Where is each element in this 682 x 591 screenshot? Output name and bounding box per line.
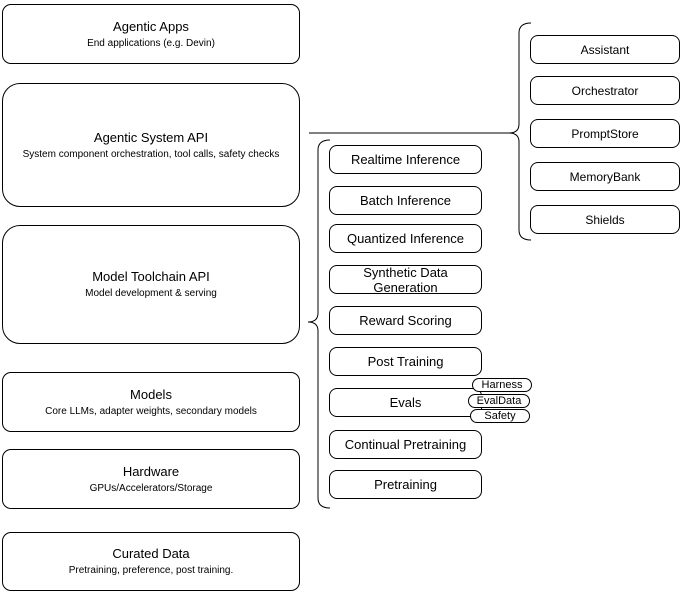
toolchain-item-realtime-inference: Realtime Inference [329,145,482,174]
node-label: Realtime Inference [350,152,461,167]
node-label: PromptStore [571,126,639,141]
node-label: Quantized Inference [346,231,465,246]
node-label: Evals [389,395,422,410]
evals-tag-harness: Harness [472,378,532,392]
node-label: Assistant [580,42,630,57]
node-label: Reward Scoring [359,313,452,328]
toolchain-item-post-training: Post Training [329,347,482,376]
pill-label: EvalData [476,394,522,407]
component-memorybank: MemoryBank [530,162,680,191]
layer-models: Models Core LLMs, adapter weights, secon… [2,372,300,432]
node-label: Pretraining [374,477,437,492]
node-label: Post Training [367,354,444,369]
toolchain-item-quantized-inference: Quantized Inference [329,224,482,253]
box-title: Curated Data [112,546,190,561]
toolchain-item-reward-scoring: Reward Scoring [329,306,482,335]
node-label: Continual Pretraining [344,437,467,452]
toolchain-item-continual-pretraining: Continual Pretraining [329,430,482,459]
evals-tag-safety: Safety [470,409,530,423]
node-label: Shields [585,212,625,227]
component-orchestrator: Orchestrator [530,76,680,105]
toolchain-item-pretraining: Pretraining [329,470,482,499]
box-subtitle: System component orchestration, tool cal… [22,148,280,160]
pill-label: Safety [484,409,516,422]
layer-agentic-system-api: Agentic System API System component orch… [2,83,300,207]
toolchain-item-evals: Evals [329,388,482,417]
box-subtitle: End applications (e.g. Devin) [87,37,215,49]
component-assistant: Assistant [530,35,680,64]
box-title: Agentic Apps [113,18,189,34]
box-title: Models [130,386,172,402]
layer-agentic-apps: Agentic Apps End applications (e.g. Devi… [2,4,300,64]
pill-label: Harness [481,378,523,391]
layer-hardware: Hardware GPUs/Accelerators/Storage [2,449,300,509]
box-subtitle: Model development & serving [85,288,217,299]
toolchain-item-batch-inference: Batch Inference [329,186,482,215]
component-shields: Shields [530,205,680,234]
toolchain-group-brace [307,139,331,509]
layer-curated-data: Curated Data Pretraining, preference, po… [2,532,300,591]
toolchain-item-synthetic-data-generation: Synthetic Data Generation [329,264,482,295]
evals-tag-evaldata: EvalData [468,394,530,408]
node-label: Synthetic Data Generation [363,264,448,295]
box-title: Model Toolchain API [92,269,210,284]
box-subtitle: Core LLMs, adapter weights, secondary mo… [45,405,257,417]
system-components-brace [508,22,532,241]
node-label: MemoryBank [569,169,641,184]
box-subtitle: GPUs/Accelerators/Storage [89,482,213,494]
node-label: Batch Inference [359,193,452,208]
box-title: Agentic System API [93,129,209,145]
node-label: Orchestrator [571,83,639,98]
box-title: Hardware [122,463,180,479]
layer-model-toolchain-api: Model Toolchain API Model development & … [2,225,300,344]
box-subtitle: Pretraining, preference, post training. [68,565,234,576]
component-promptstore: PromptStore [530,119,680,148]
